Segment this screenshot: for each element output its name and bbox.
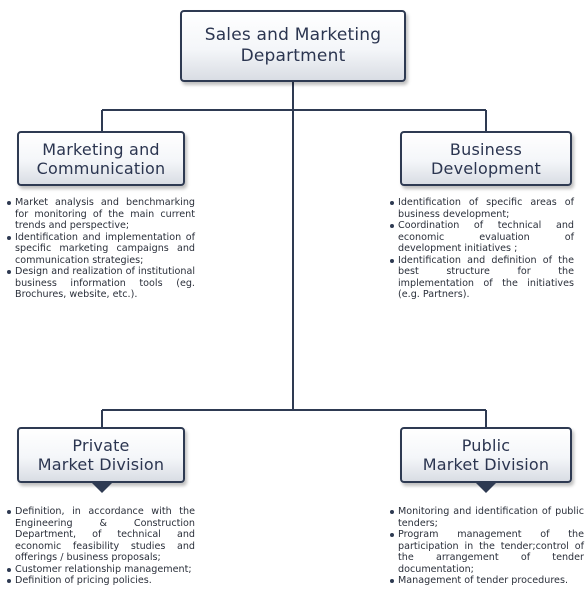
list-item: Identification of specific areas of busi… (390, 197, 574, 220)
list-item: Coordination of technical and economic e… (390, 220, 574, 254)
public-box-pointer (476, 483, 496, 493)
unit-title-line2: Communication (36, 158, 166, 178)
sales-marketing-department-box: Sales and Marketing Department (180, 10, 406, 82)
unit-title-line2: Development (431, 158, 541, 178)
public-market-division-list: Monitoring and identification of public … (388, 506, 584, 587)
list-item: Program management of the participation … (390, 529, 584, 575)
private-box-pointer (92, 483, 112, 493)
list-item: Market analysis and benchmarking for mon… (7, 197, 195, 231)
list-item: Identification and definition of the bes… (390, 254, 574, 300)
list-item: Management of tender procedures. (390, 575, 584, 587)
unit-title-line2: Market Division (422, 455, 550, 474)
private-market-division-list: Definition, in accordance with the Engin… (5, 506, 195, 587)
unit-title-line2: Market Division (37, 455, 165, 474)
list-item: Customer relationship management; (7, 564, 195, 576)
unit-title-line1: Marketing and (42, 139, 160, 159)
business-development-list: Identification of specific areas of busi… (388, 197, 574, 301)
business-development-box: Business Development (400, 131, 572, 186)
public-market-division-box: Public Market Division (400, 427, 572, 483)
private-market-division-box: Private Market Division (17, 427, 185, 483)
list-item: Design and realization of institutional … (7, 266, 195, 300)
marketing-communication-list: Market analysis and benchmarking for mon… (5, 197, 195, 301)
list-item: Identification and implementation of spe… (7, 231, 195, 266)
marketing-communication-box: Marketing and Communication (17, 131, 185, 186)
list-item: Definition of pricing policies. (7, 575, 195, 587)
root-title-line2: Department (240, 46, 346, 66)
list-item: Definition, in accordance with the Engin… (7, 506, 195, 563)
root-title-line1: Sales and Marketing (204, 25, 382, 45)
unit-title-line1: Business (449, 139, 523, 159)
unit-title-line1: Public (461, 436, 511, 455)
unit-title-line1: Private (72, 436, 130, 455)
list-item: Monitoring and identification of public … (390, 506, 584, 529)
